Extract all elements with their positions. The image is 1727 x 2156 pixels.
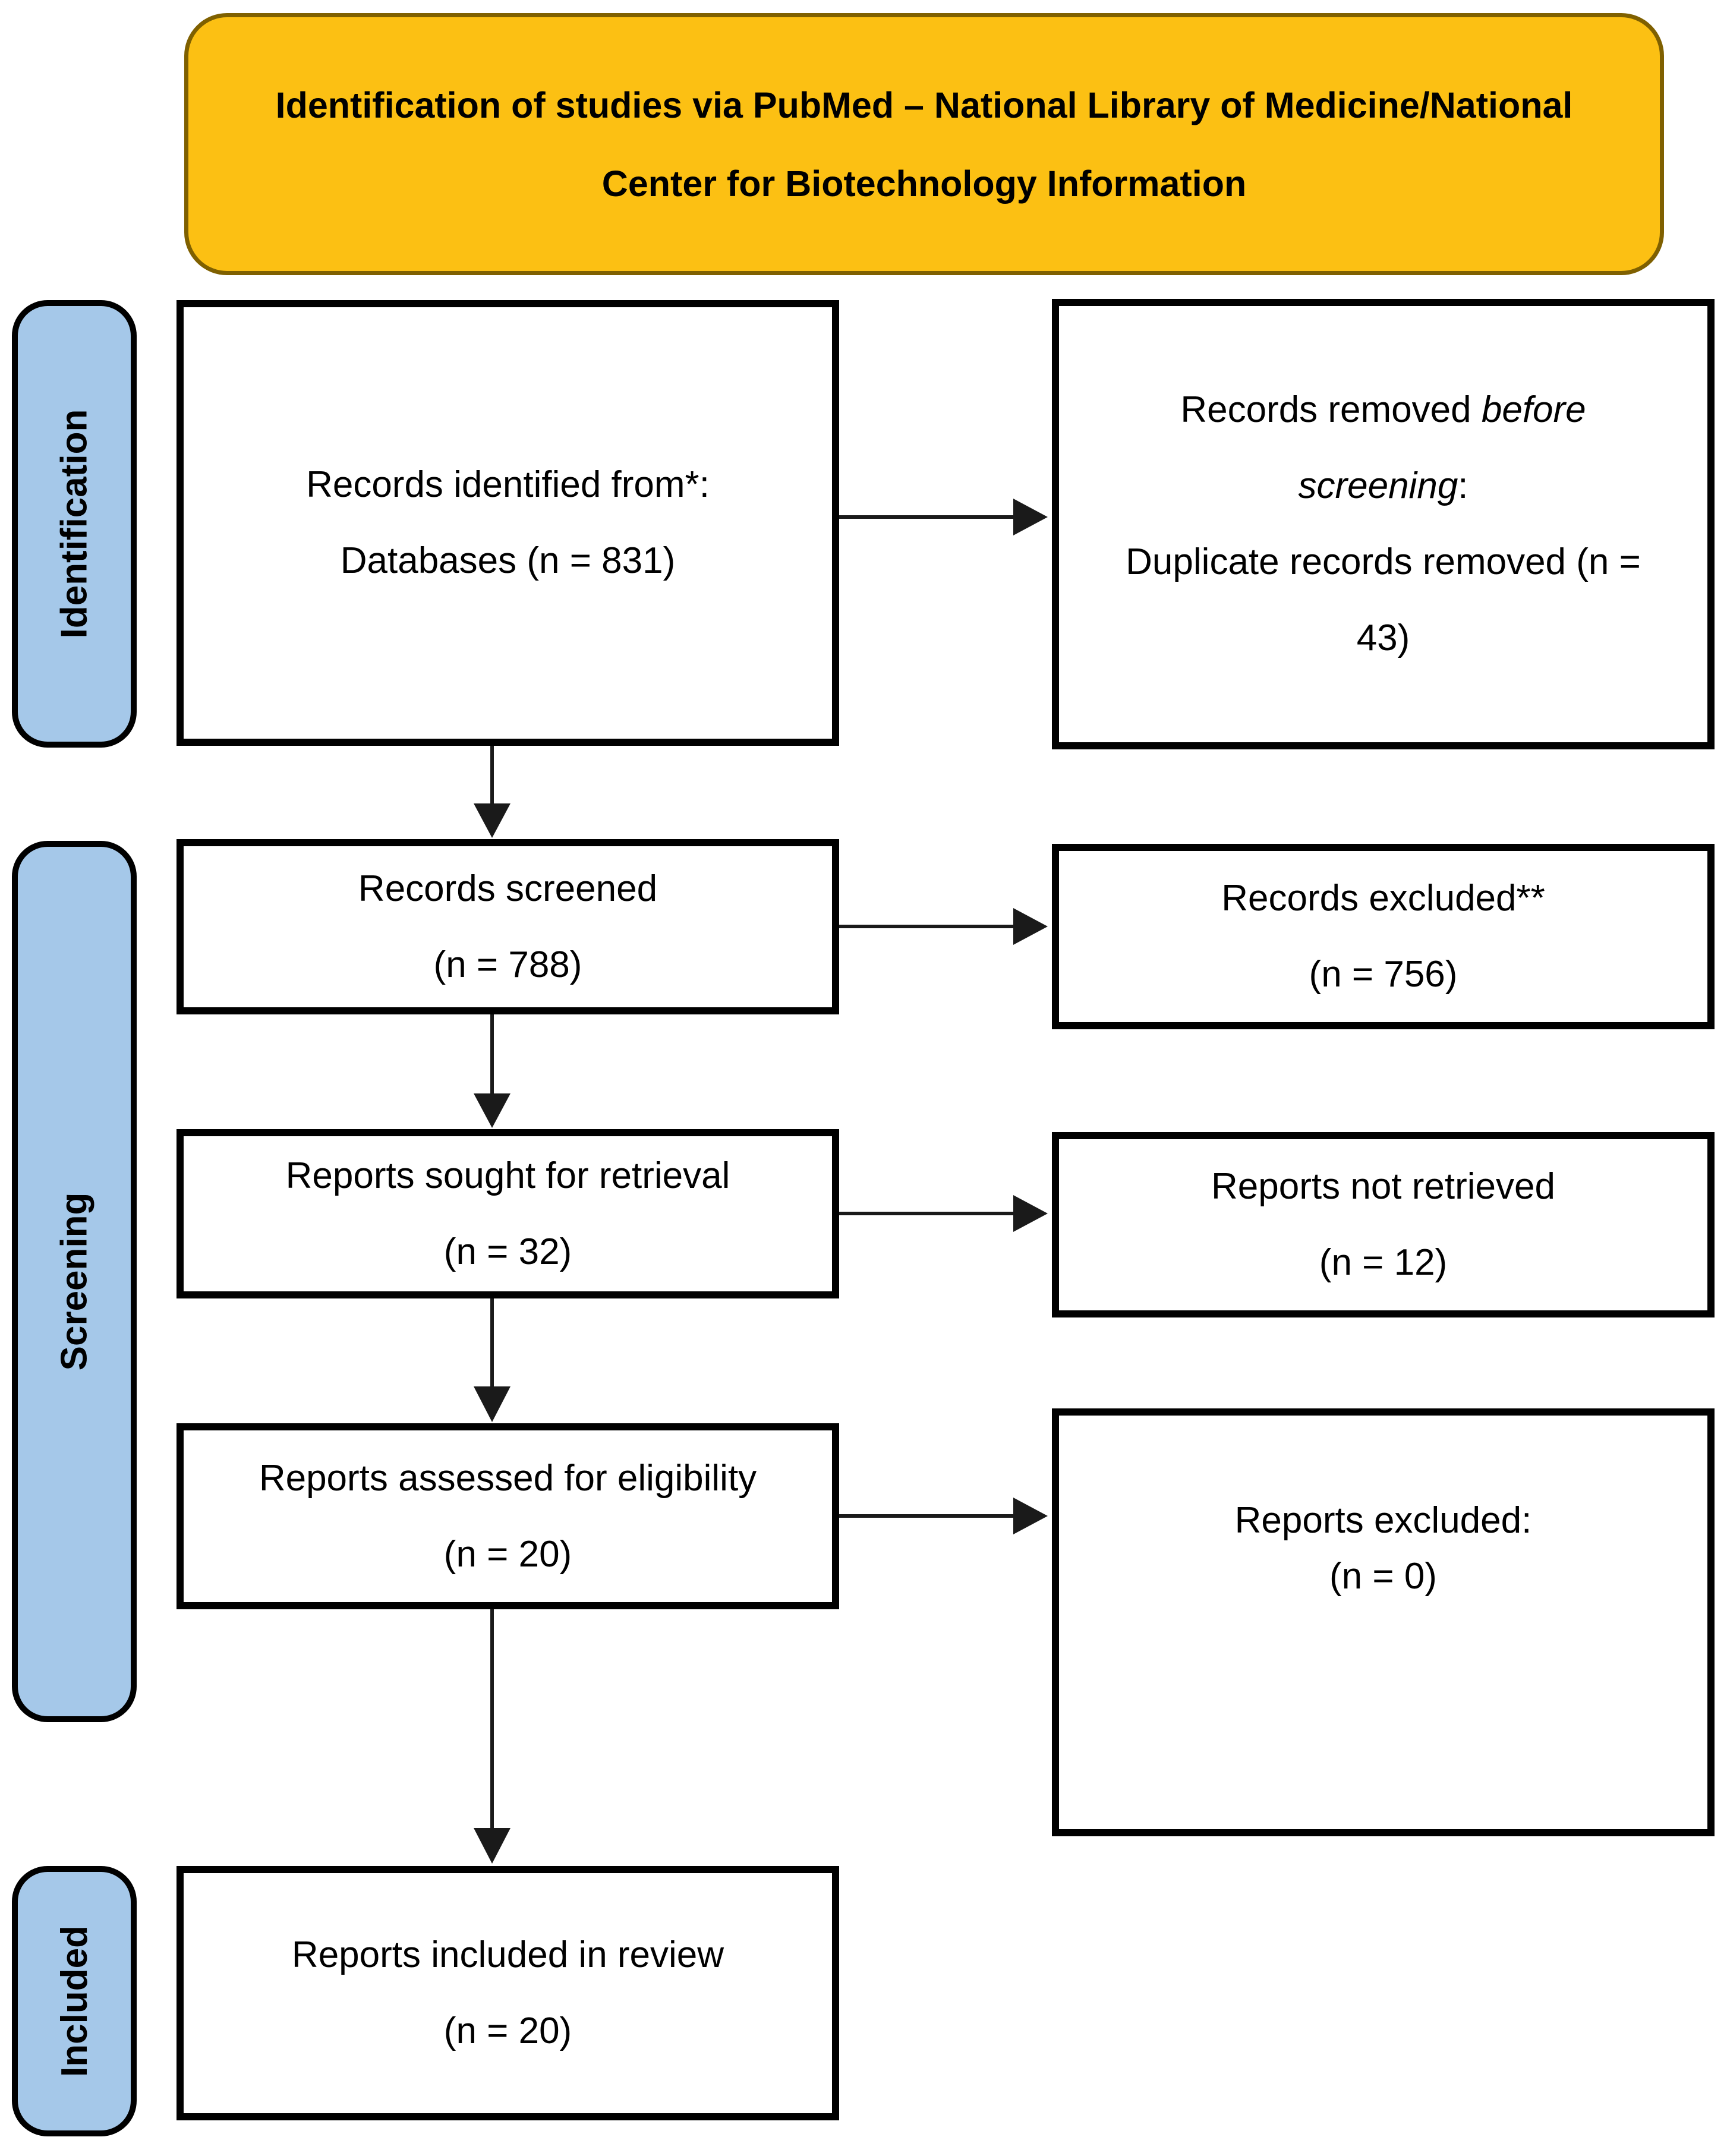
box-text-line: (n = 20)	[443, 2010, 572, 2051]
box-reports-excluded: Reports excluded: (n = 0)	[1052, 1408, 1715, 1836]
arrow-sought-to-assessed	[474, 1298, 510, 1422]
box-text-line: (n = 756)	[1309, 954, 1458, 995]
box-text-line: Databases (n = 831)	[340, 540, 676, 581]
box-text-line: (n = 0)	[1329, 1556, 1437, 1597]
stage-identification: Identification	[12, 300, 137, 748]
box-text-line: (n = 32)	[443, 1231, 572, 1272]
box-text-line: (n = 788)	[433, 944, 582, 985]
title-line-1: Identification of studies via PubMed – N…	[275, 84, 1573, 125]
box-records-identified: Records identified from*: Databases (n =…	[177, 300, 839, 746]
box-text-line: 43)	[1356, 617, 1410, 658]
stage-included-label: Included	[53, 1925, 95, 2077]
box-records-excluded: Records excluded** (n = 756)	[1052, 844, 1715, 1029]
arrow-assessed-to-included	[474, 1609, 510, 1864]
box-text-line: Records identified from*:	[306, 464, 710, 505]
box-text-line: (n = 12)	[1319, 1242, 1448, 1283]
arrow-screened-to-excluded	[839, 908, 1048, 945]
box-records-removed: Records removed before screening: Duplic…	[1052, 299, 1715, 749]
box-text-line: Records removed before	[1180, 389, 1586, 430]
box-text-line: (n = 20)	[443, 1533, 572, 1575]
stage-screening: Screening	[12, 841, 137, 1722]
box-text-line: Reports not retrieved	[1211, 1166, 1555, 1207]
box-text-line: Reports assessed for eligibility	[259, 1457, 757, 1499]
arrow-assessed-to-reports-excluded	[839, 1498, 1048, 1534]
box-records-screened: Records screened (n = 788)	[177, 839, 839, 1014]
stage-screening-label: Screening	[53, 1192, 95, 1371]
box-text-line: Reports sought for retrieval	[285, 1155, 730, 1196]
box-reports-not-retrieved: Reports not retrieved (n = 12)	[1052, 1132, 1715, 1317]
box-text-line: Reports excluded:	[1234, 1500, 1532, 1541]
stage-identification-label: Identification	[53, 409, 95, 639]
arrow-identified-to-removed	[839, 499, 1048, 535]
box-text-line: Records screened	[358, 868, 658, 909]
title-banner: Identification of studies via PubMed – N…	[184, 13, 1664, 275]
box-text-line: Reports included in review	[291, 1934, 724, 1975]
box-text-line: Records excluded**	[1221, 878, 1545, 919]
box-text-line: screening:	[1298, 465, 1468, 506]
box-text-line: Duplicate records removed (n =	[1126, 541, 1641, 582]
title-line-2: Center for Biotechnology Information	[601, 163, 1247, 204]
arrow-identified-to-screened	[474, 746, 510, 838]
arrow-screened-to-sought	[474, 1014, 510, 1128]
stage-included: Included	[12, 1866, 137, 2136]
box-reports-assessed: Reports assessed for eligibility (n = 20…	[177, 1423, 839, 1609]
arrow-sought-to-not-retrieved	[839, 1195, 1048, 1232]
box-reports-sought: Reports sought for retrieval (n = 32)	[177, 1129, 839, 1298]
box-reports-included: Reports included in review (n = 20)	[177, 1866, 839, 2120]
